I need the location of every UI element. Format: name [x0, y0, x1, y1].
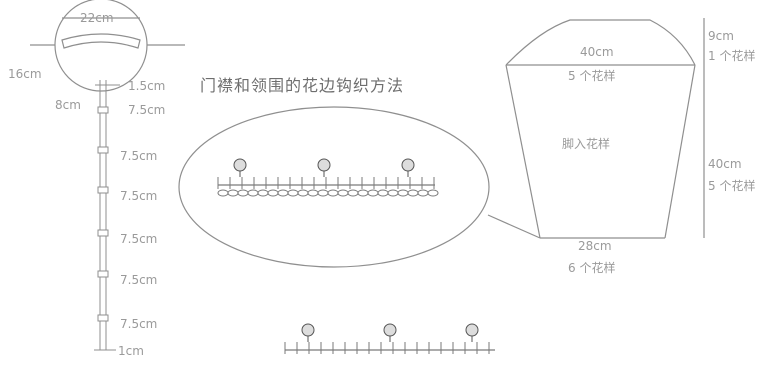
chain-loop	[307, 189, 319, 197]
chain-loop	[357, 189, 369, 197]
collar-depth-label: 16cm	[8, 67, 42, 81]
chain-loop	[397, 189, 409, 197]
placket-button-mark	[97, 146, 109, 154]
body-bottom-width: 28cm	[578, 239, 612, 253]
body-center-label: 脚入花样	[562, 137, 611, 151]
placket-chain	[94, 80, 120, 351]
flower-motif-icon	[401, 158, 415, 177]
body-piece-outline	[505, 18, 705, 239]
right-length-pattern: 5 个花样	[708, 179, 756, 193]
placket-seg-1: 7.5cm	[128, 103, 166, 117]
placket-button-mark	[97, 270, 109, 278]
placket-seg-6: 7.5cm	[120, 317, 158, 331]
chain-loop	[367, 189, 379, 197]
chain-loop	[297, 189, 309, 197]
chain-loop	[277, 189, 289, 197]
page-title: 门襟和领围的花边钩织方法	[200, 76, 405, 95]
placket-seg-5: 7.5cm	[120, 273, 158, 287]
chain-loop	[257, 189, 269, 197]
body-top-width: 40cm	[580, 45, 614, 59]
placket-button-mark	[97, 314, 109, 322]
chain-loop	[247, 189, 259, 197]
placket-seg-3: 7.5cm	[120, 189, 158, 203]
chain-loop	[217, 189, 229, 197]
body-bottom-pattern: 6 个花样	[568, 261, 616, 275]
chain-loop	[377, 189, 389, 197]
placket-bottom-gap: 1cm	[118, 344, 144, 358]
placket-buttons	[97, 106, 109, 322]
flower-motif-icon	[301, 323, 315, 342]
right-top-pattern: 1 个花样	[708, 49, 756, 63]
collar-offset-label: 8cm	[55, 98, 81, 112]
chain-loop	[407, 189, 419, 197]
flower-motif-icon	[233, 158, 247, 177]
placket-top-gap: 1.5cm	[128, 79, 166, 93]
chain-loop	[237, 189, 249, 197]
placket-seg-4: 7.5cm	[120, 232, 158, 246]
chain-loop	[317, 189, 329, 197]
right-top-measure: 9cm	[708, 29, 734, 43]
flower-motif-icon	[465, 323, 479, 342]
chain-loop	[267, 189, 279, 197]
placket-button-mark	[97, 106, 109, 114]
right-length-measure: 40cm	[708, 157, 742, 171]
edging-stitches	[217, 158, 495, 354]
chain-loop	[347, 189, 359, 197]
chain-loop	[427, 189, 439, 197]
collar-width-label: 22cm	[80, 11, 114, 25]
collar-shape	[30, 0, 185, 92]
body-top-pattern: 5 个花样	[568, 69, 616, 83]
placket-button-mark	[97, 186, 109, 194]
flower-motif-icon	[317, 158, 331, 177]
chain-loop	[387, 189, 399, 197]
chain-loop	[287, 189, 299, 197]
chain-loop	[227, 189, 239, 197]
placket-seg-2: 7.5cm	[120, 149, 158, 163]
edging-ellipse	[178, 106, 541, 268]
chain-loop	[337, 189, 349, 197]
chain-loop	[327, 189, 339, 197]
flower-motif-icon	[383, 323, 397, 342]
placket-button-mark	[97, 229, 109, 237]
chain-loop	[417, 189, 429, 197]
